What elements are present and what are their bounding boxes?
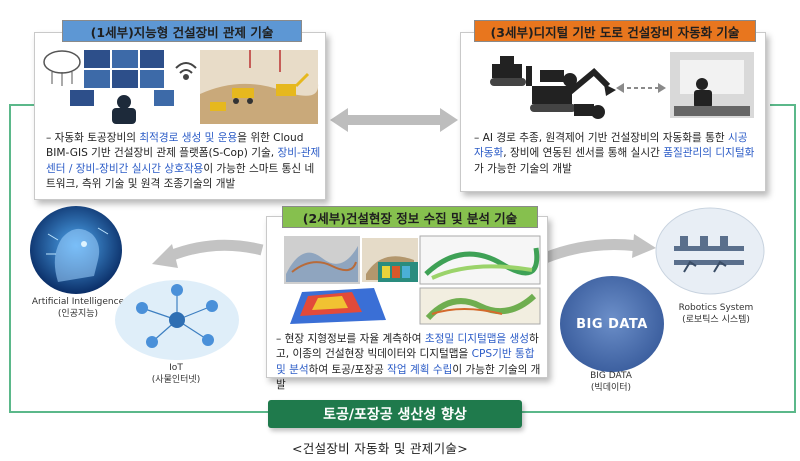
- big-data-label: BIG DATA (빅데이터): [566, 370, 656, 394]
- 3d-surface-image: [290, 288, 386, 324]
- iot-label: IoT (사물인터넷): [138, 362, 214, 386]
- panel-1-title: (1세부)지능형 건설장비 관제 기술: [62, 20, 302, 42]
- left-curved-arrow-icon: [152, 239, 264, 268]
- figure-caption: <건설장비 자동화 및 관제기술>: [292, 441, 468, 456]
- panel-2-title: (2세부)건설현장 정보 수집 및 분석 기술: [282, 206, 538, 228]
- desc-highlight: 품질관리의 디지털화: [663, 147, 755, 160]
- desc-text: 하여 토공/포장공: [308, 363, 388, 376]
- roller-icon: [540, 70, 577, 87]
- ai-label: Artificial Intelligence (인공지능): [16, 296, 140, 320]
- desc-text: , 장비에 연동된 센서를 통해 실시간: [503, 147, 664, 160]
- desc-highlight: 최적경로 생성 및 운용: [139, 132, 238, 144]
- dashed-double-arrow-icon: [616, 83, 666, 93]
- big-data-label-en: BIG DATA: [590, 371, 632, 381]
- operator-icon: [112, 95, 136, 124]
- bulldozer-icon: [490, 56, 532, 86]
- robotics-label-en: Robotics System: [678, 303, 754, 313]
- big-data-badge-text: BIG DATA: [576, 316, 648, 332]
- desc-highlight: 작업 계획 수립: [387, 363, 453, 376]
- digital-map-illustration: [284, 235, 541, 325]
- iot-network-icon: [115, 280, 239, 360]
- big-data-label-ko: (빅데이터): [590, 383, 632, 393]
- left-connector-line: [9, 104, 268, 413]
- compactor-icon: [574, 104, 605, 119]
- desc-text: – 자동화 토공장비의: [46, 132, 140, 144]
- desc-highlight: 시공 자동화: [474, 132, 748, 160]
- excavator-icon: [530, 67, 616, 112]
- desc-text: – AI 경로 추종, 원격제어 기반 건설장비의 자동화를 통한: [474, 132, 729, 144]
- desc-text: 이 가능한 스마트 통신 네트워크, 측위 기술 및 원격 조종기술의 개발: [46, 162, 315, 191]
- desc-highlight: CPS기반 통합 및 분석: [276, 348, 535, 376]
- terrain-map-image: [284, 236, 360, 284]
- panel-2-description: – 현장 지형정보를 자율 계측하여 초정밀 디지털맵을 생성하고, 이종의 건…: [276, 332, 546, 394]
- control-room-illustration: [43, 50, 319, 124]
- productivity-result-banner: 토공/포장공 생산성 향상: [268, 400, 522, 428]
- desc-text: 가 가능한 기술의 개발: [474, 162, 572, 175]
- wifi-icon: [175, 62, 197, 80]
- robotics-label: Robotics System (로보틱스 시스템): [664, 302, 768, 326]
- robotics-factory-icon: [655, 207, 765, 295]
- ai-label-ko: (인공지능): [57, 309, 99, 319]
- panel-3-title: (3세부)디지털 기반 도로 건설장비 자동화 기술: [474, 20, 756, 42]
- remote-operator-icon: [670, 52, 754, 118]
- panel-3-description: – AI 경로 추종, 원격제어 기반 건설장비의 자동화를 통한 시공 자동화…: [474, 131, 760, 177]
- right-curved-arrow-icon: [542, 234, 656, 264]
- panel-1-description: – 자동화 토공장비의 최적경로 생성 및 운용을 위한 Cloud BIM-G…: [46, 131, 322, 193]
- desc-text: – 현장 지형정보를 자율 계측하여: [276, 333, 425, 345]
- monitor-wall-icon: [70, 50, 174, 106]
- big-data-icon: BIG DATA: [560, 276, 664, 372]
- desc-text: 을 위한 Cloud BIM-GIS 기반 건설장비 관제 플랫폼(S-Cop)…: [46, 132, 304, 160]
- robotics-label-ko: (로보틱스 시스템): [682, 315, 750, 325]
- heatmap-chart-image: [378, 262, 418, 282]
- cloud-icon: [43, 50, 81, 86]
- desc-highlight: 장비-관제센터 / 장비-장비간 실시간 상호작용: [46, 147, 321, 175]
- gis-map-image: [419, 287, 541, 325]
- desc-highlight: 초정밀 디지털맵을 생성: [424, 333, 530, 345]
- analysis-plot-image: [419, 235, 541, 285]
- automation-illustration: [490, 52, 754, 119]
- ai-head-icon: [30, 206, 122, 294]
- right-connector-line: [520, 104, 796, 413]
- iot-label-en: IoT: [169, 363, 183, 373]
- ai-label-en: Artificial Intelligence: [31, 297, 125, 307]
- desc-text: 하고, 이종의 건설현장 빅데이터와 디지털맵을: [276, 333, 539, 361]
- double-arrow-icon: [330, 108, 458, 132]
- desc-text: 이 가능한 기술의 개발: [276, 363, 541, 392]
- iot-label-ko: (사물인터넷): [151, 375, 201, 385]
- construction-site-image: [200, 50, 319, 124]
